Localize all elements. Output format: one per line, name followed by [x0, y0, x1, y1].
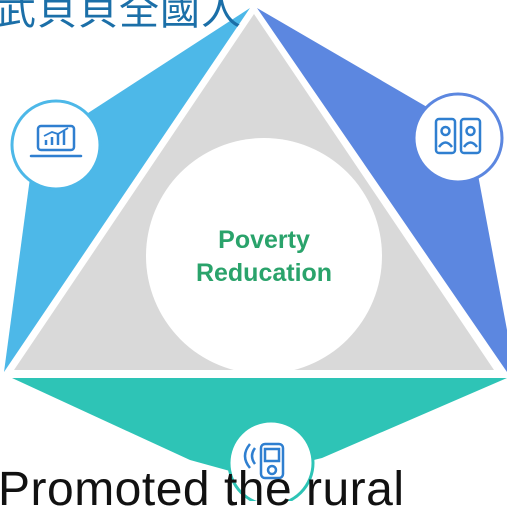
laptop-chart-icon [29, 124, 83, 158]
poverty-diagram [4, 8, 507, 501]
top-cropped-heading: 武貝貝全國人 [0, 0, 242, 34]
center-label-line2: Reducation [195, 259, 333, 287]
center-label-line1: Poverty [218, 226, 310, 254]
center-circle [146, 138, 382, 374]
left-segment [4, 8, 250, 372]
left-icon-badge [10, 99, 102, 191]
center-label: Poverty Reducation [146, 152, 382, 362]
video-call-tablet-icon [434, 117, 482, 155]
right-icon-badge [412, 92, 504, 184]
bottom-cropped-heading: Promoted the rural [0, 463, 405, 516]
mobile-device-icon [243, 442, 285, 480]
right-segment [257, 8, 507, 372]
bottom-icon-badge [227, 419, 315, 501]
